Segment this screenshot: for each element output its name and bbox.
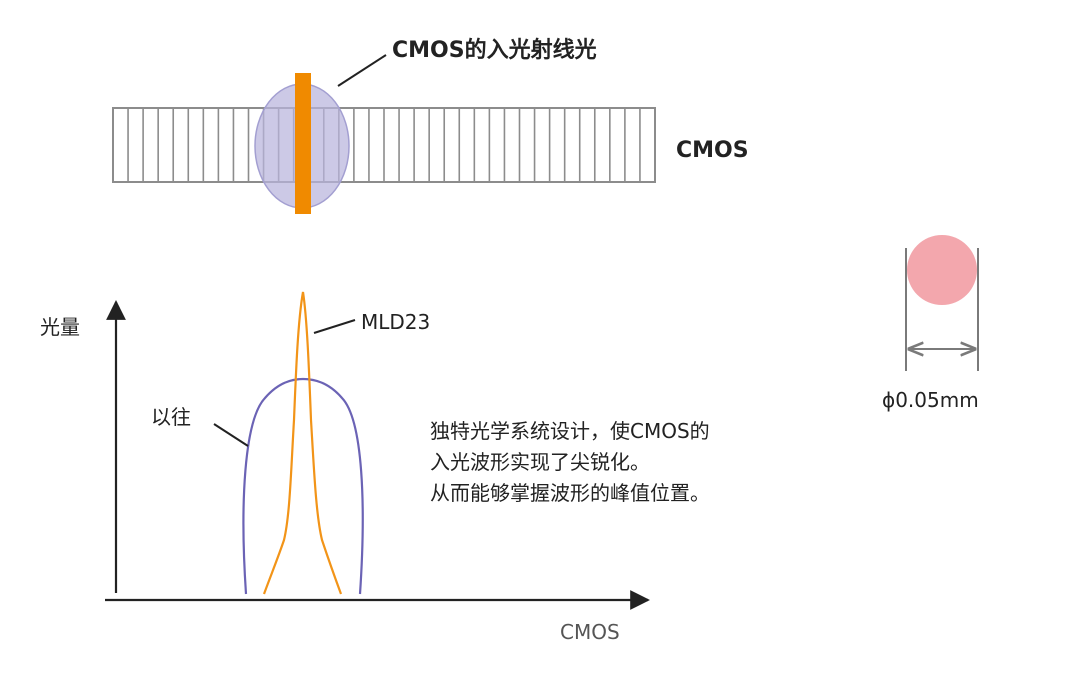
mld23-curve-label: MLD23 (361, 310, 431, 334)
y-axis-label: 光量 (40, 315, 80, 339)
description-text: 独特光学系统设计，使CMOS的 入光波形实现了尖锐化。 从而能够掌握波形的峰值位… (430, 416, 710, 509)
mld23-label-leader (313, 319, 356, 334)
previous-label-leader (213, 423, 249, 447)
beam-label: CMOS的入光射线光 (392, 38, 597, 63)
previous-curve-label: 以往 (151, 405, 191, 429)
cmos-sensor-label: CMOS (676, 138, 749, 163)
description-line: 独特光学系统设计，使CMOS的 (430, 419, 710, 443)
previous-profile-curve (242, 377, 364, 595)
cmos-sensor-strip (112, 107, 656, 183)
beam-label-leader (337, 54, 387, 87)
incident-beam-bar (295, 73, 311, 214)
light-spot (907, 235, 977, 305)
spot-size-label: ϕ0.05mm (882, 388, 979, 412)
mld23-profile-curve (262, 291, 343, 595)
description-line: 入光波形实现了尖锐化。 (430, 450, 650, 474)
spot-size-indicator (905, 235, 979, 371)
description-line: 从而能够掌握波形的峰值位置。 (430, 481, 710, 505)
x-axis-label: CMOS (560, 620, 620, 644)
